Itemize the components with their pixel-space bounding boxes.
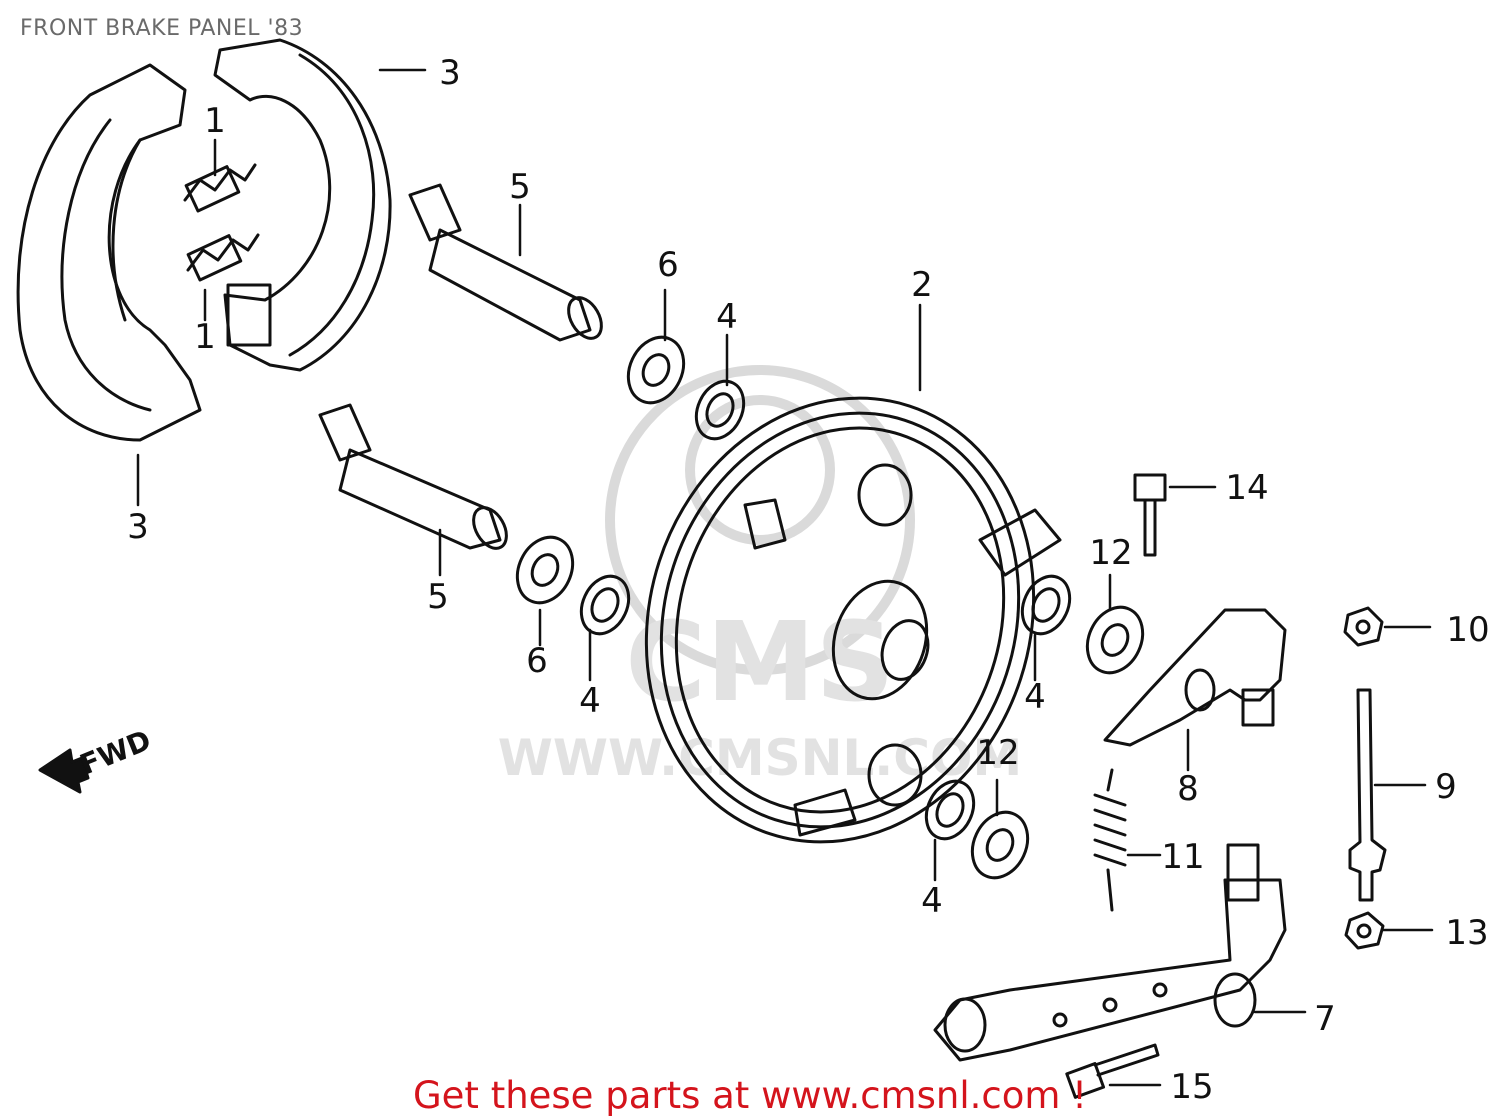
callout-label: 11: [1161, 837, 1204, 877]
oil-seal-right-lower: [924, 779, 976, 841]
brake-pedal-arm: [933, 843, 1287, 1062]
promo-link[interactable]: Get these parts at www.cmsnl.com !: [412, 1074, 1087, 1117]
callout-label: 6: [526, 641, 548, 681]
washer-lower: [515, 535, 575, 605]
forward-arrow-icon: [38, 748, 90, 794]
callout-label: 2: [911, 265, 933, 305]
callout-label: 13: [1445, 913, 1488, 953]
brake-shoe-right: [213, 38, 392, 372]
return-spring-upper: [183, 163, 257, 213]
callout-label: 3: [127, 507, 149, 547]
forward-direction-label: FWD: [75, 723, 155, 781]
callout-label: 14: [1225, 468, 1268, 508]
bolt-9: [1348, 688, 1387, 902]
callout-label: 1: [204, 101, 226, 141]
page-title: FRONT BRAKE PANEL '83: [20, 16, 304, 41]
callout-label: 12: [976, 733, 1019, 773]
return-spring-lower: [186, 233, 260, 282]
oil-seal-lower: [579, 574, 631, 636]
callout-label: 4: [1024, 677, 1046, 717]
callout-label: 4: [716, 297, 738, 337]
brake-arm: [1103, 608, 1287, 747]
leader-lines: [136, 68, 1434, 1087]
callout-label: 3: [439, 53, 461, 93]
washer-upper: [626, 335, 686, 405]
watermark: [605, 365, 915, 675]
brake-shoe-left: [16, 63, 202, 442]
callout-label: 5: [509, 167, 531, 207]
callout-label: 9: [1435, 767, 1457, 807]
cam-shaft-lower: [318, 403, 508, 550]
callout-label: 4: [921, 881, 943, 921]
callout-label: 4: [579, 681, 601, 721]
washer-right-lower: [970, 810, 1030, 880]
callout-label: 15: [1170, 1067, 1213, 1107]
callout-label: 10: [1446, 610, 1489, 650]
callout-label: 7: [1314, 999, 1336, 1039]
watermark-site: WWW.CMSNL.COM: [498, 729, 1023, 787]
oil-seal-right-upper: [1020, 574, 1072, 636]
cam-shaft-upper: [408, 183, 603, 342]
bolt-15: [1065, 1043, 1160, 1099]
brake-panel: [644, 396, 1062, 844]
callout-labels: 1 1 2 3 3 4 4 4 4 5 5 6 6 7 8 9 10 11 12…: [127, 53, 1489, 1107]
nut-13: [1344, 911, 1385, 950]
callout-label: 12: [1089, 533, 1132, 573]
callout-label: 6: [657, 245, 679, 285]
nut-10: [1343, 606, 1384, 647]
washer-right-upper: [1085, 605, 1145, 675]
callout-label: 5: [427, 577, 449, 617]
oil-seal-upper: [694, 379, 746, 441]
callout-label: 8: [1177, 769, 1199, 809]
arm-spring: [1093, 768, 1127, 912]
callout-label: 1: [194, 317, 216, 357]
watermark-brand: CMS: [625, 598, 894, 726]
bolt-14: [1133, 473, 1167, 557]
